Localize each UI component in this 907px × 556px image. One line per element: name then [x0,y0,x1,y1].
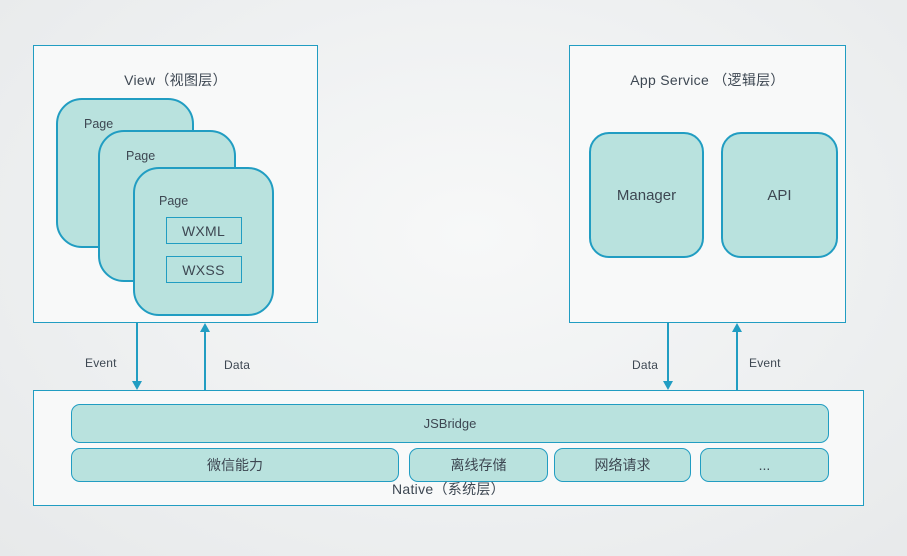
app-service-panel: App Service （逻辑层） Manager API [569,45,846,323]
api-block: API [721,132,838,258]
event-label: Event [85,356,117,370]
native-panel-title: Native（系统层） [392,481,505,497]
jsbridge-bar: JSBridge [71,404,829,443]
wxss-box: WXSS [165,256,242,283]
wxml-box: WXML [165,217,242,244]
page-label: Page [159,194,189,208]
app-service-panel-title: App Service （逻辑层） [630,72,785,88]
view-panel: View（视图层） Page Page Page WXML WXSS [33,45,318,323]
arrow-data-down [663,323,673,390]
arrowhead-down-icon [663,381,673,390]
arrow-line [204,332,206,390]
arrowhead-down-icon [132,381,142,390]
module-network-request: 网络请求 [554,448,691,482]
event-label: Event [749,356,781,370]
data-label: Data [632,358,659,372]
module-wechat-capability: 微信能力 [71,448,399,482]
page-label: Page [126,149,156,163]
arrow-line [136,323,138,381]
module-offline-storage: 离线存储 [409,448,548,482]
manager-block: Manager [589,132,704,258]
arrow-event-up [732,323,742,390]
data-label: Data [224,358,251,372]
page-label: Page [84,117,114,131]
native-panel: JSBridge 微信能力 离线存储 网络请求 ... Native（系统层） [33,390,864,506]
arrowhead-up-icon [200,323,210,332]
arrow-event-down [132,323,142,390]
arrowhead-up-icon [732,323,742,332]
arrow-line [736,332,738,390]
module-more: ... [700,448,829,482]
arrow-data-up [200,323,210,390]
view-panel-title: View（视图层） [124,72,227,88]
arrow-line [667,323,669,381]
page-card: Page WXML WXSS [133,167,274,316]
